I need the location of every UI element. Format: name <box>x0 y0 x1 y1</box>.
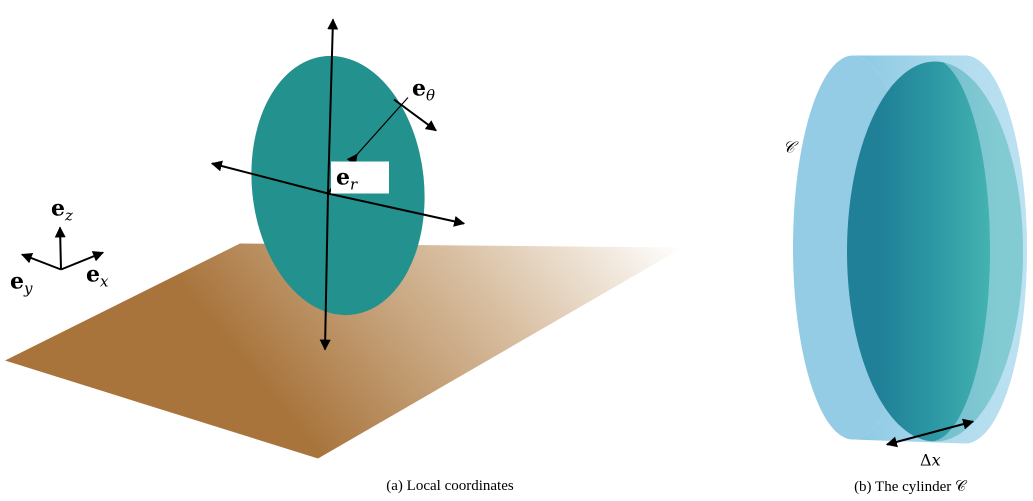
etheta-label: eθ <box>412 76 435 105</box>
vertical-axis-arrow <box>327 18 339 194</box>
delta-x-arrow <box>885 418 975 448</box>
er-label: er <box>336 165 358 194</box>
basis-triad: ez ey ex <box>10 196 109 298</box>
ex-label: ex <box>86 262 109 291</box>
ex-arrow <box>60 251 105 271</box>
ground-plane <box>5 243 683 459</box>
ey-label: ey <box>10 269 33 298</box>
radius-line <box>356 97 409 155</box>
horizontal-axis-left-arrow <box>210 160 329 195</box>
cylinder-label: 𝒞 <box>783 138 799 157</box>
vertical-axis-down-arrow <box>319 193 331 351</box>
cylinder-front-disk <box>847 61 1023 442</box>
caption-b: (b) The cylinder 𝒞 <box>854 479 966 495</box>
horizontal-axis-right-arrow <box>327 192 466 227</box>
etheta-vector <box>393 98 437 132</box>
ez-label: ez <box>51 196 73 225</box>
caption-a: (a) Local coordinates <box>386 478 514 494</box>
delta-x-label: Δx <box>920 451 941 470</box>
ey-arrow <box>20 252 62 271</box>
panel-a: er eθ ez ey ex <box>5 18 683 459</box>
ez-arrow <box>54 226 66 270</box>
cylinder-front-shell <box>930 55 1027 444</box>
er-label-box <box>331 161 389 194</box>
panel-b: 𝒞 Δx <box>783 55 1027 470</box>
